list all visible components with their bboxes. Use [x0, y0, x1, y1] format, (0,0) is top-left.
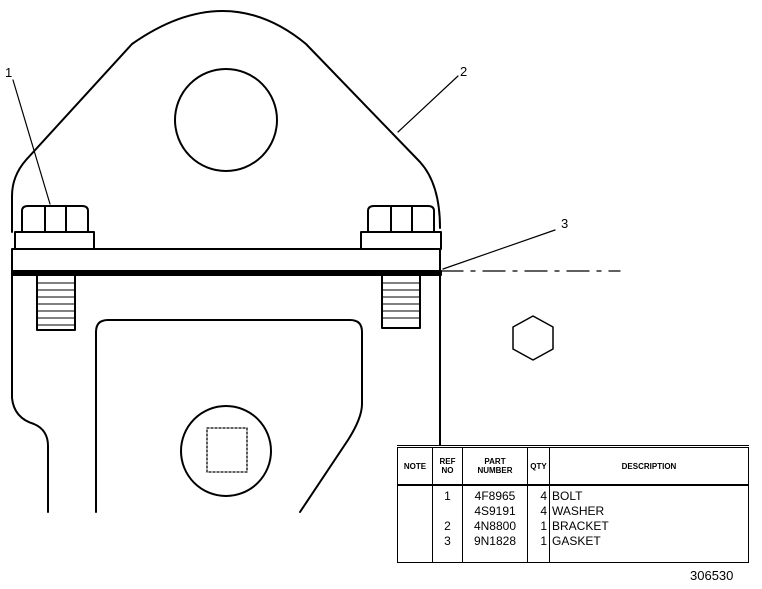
- gasket: [11, 270, 442, 276]
- cell-qty: 1: [540, 519, 547, 533]
- bolt-head-left: [14, 205, 95, 250]
- bracket-bore: [174, 68, 278, 172]
- housing-cavity: [95, 319, 363, 513]
- callout-1: 1: [5, 65, 12, 80]
- description-column: BOLT WASHER BRACKET GASKET: [550, 485, 749, 563]
- header-qty: QTY: [527, 446, 550, 486]
- cell-part-number: 4F8965: [474, 489, 516, 503]
- qty-column: 4 4 1 1: [527, 485, 550, 563]
- callout-2: 2: [460, 64, 467, 79]
- parts-list-table: NOTE REF NO PART NUMBER QTY DESCRIPTION …: [397, 445, 749, 563]
- illustration-number: 306530: [690, 568, 734, 583]
- cell-part-number: 9N1828: [473, 534, 517, 548]
- leader-line-1: [12, 79, 51, 205]
- housing-outline: [11, 274, 49, 513]
- header-part-number-line1: PART: [484, 457, 506, 466]
- ref-no-column: 1 2 3: [432, 485, 463, 563]
- bracket-outline: [11, 10, 441, 233]
- header-ref-no-line1: REF: [439, 457, 456, 466]
- cell-ref-no: [435, 504, 460, 519]
- cell-description: WASHER: [552, 504, 605, 518]
- cell-qty: 1: [540, 534, 547, 548]
- cell-note: [397, 485, 433, 563]
- table-row-body: 1 2 3 4F8965 4S9191 4N8800 9N1828 4 4 1 …: [397, 485, 749, 563]
- cell-description: BOLT: [552, 489, 583, 503]
- header-note: NOTE: [397, 446, 433, 486]
- header-ref-no-line2: NO: [441, 466, 454, 475]
- header-part-number-line2: NUMBER: [477, 466, 513, 475]
- bolt-thread-right: [381, 274, 421, 329]
- header-description: DESCRIPTION: [549, 446, 749, 486]
- cell-ref-no: 2: [444, 519, 451, 533]
- square-drive: [206, 427, 248, 473]
- cell-qty: 4: [540, 504, 547, 518]
- cell-description: BRACKET: [552, 519, 609, 533]
- cell-ref-no: 3: [444, 534, 451, 548]
- cell-qty: 4: [540, 489, 547, 503]
- header-part-number: PART NUMBER: [462, 446, 528, 486]
- bolt-thread-left: [36, 274, 76, 331]
- leader-line-2: [397, 75, 459, 133]
- cell-part-number: 4N8800: [473, 519, 517, 533]
- bolt-head-right: [360, 205, 442, 250]
- cell-ref-no: 1: [444, 489, 451, 503]
- bracket-flange: [11, 248, 441, 272]
- drive-socket: [180, 405, 272, 497]
- header-ref-no: REF NO: [432, 446, 463, 486]
- leader-line-3: [442, 229, 556, 270]
- table-header-row: NOTE REF NO PART NUMBER QTY DESCRIPTION: [397, 446, 749, 486]
- part-number-column: 4F8965 4S9191 4N8800 9N1828: [462, 485, 528, 563]
- hex-nut: [512, 315, 554, 361]
- cell-description: GASKET: [552, 534, 601, 548]
- cell-part-number: 4S9191: [474, 504, 516, 518]
- callout-3: 3: [561, 216, 568, 231]
